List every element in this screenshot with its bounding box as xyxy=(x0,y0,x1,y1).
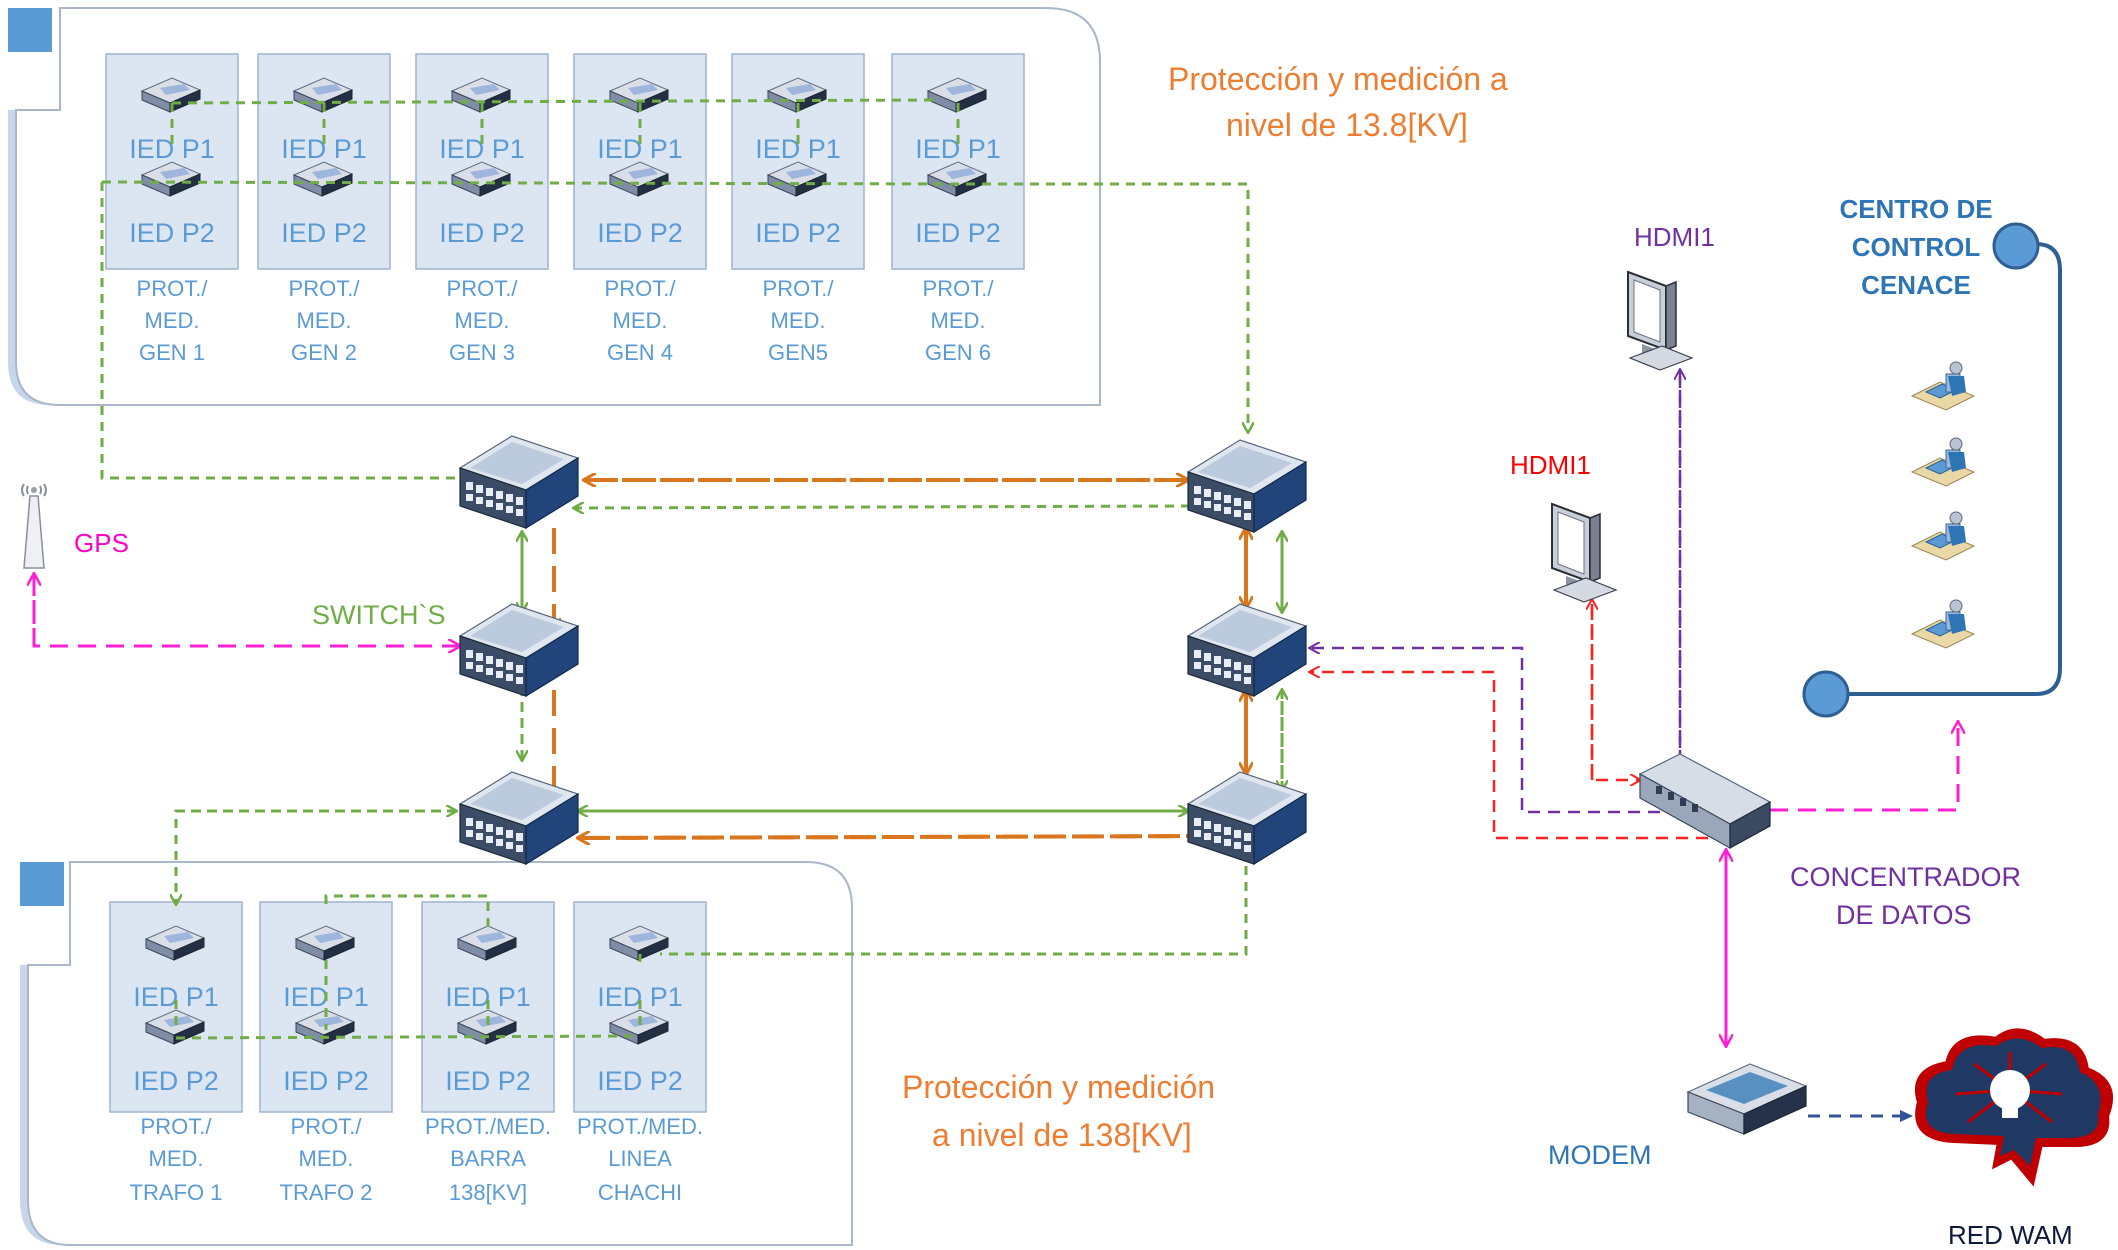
device-caption-line-2: MED. xyxy=(931,308,986,333)
ied-p2-label: IED P2 xyxy=(597,218,683,248)
device-caption-line-3: CHACHI xyxy=(598,1180,682,1205)
hdmi-monitor-top[interactable] xyxy=(1627,271,1693,371)
device-caption-line-1: PROT./ xyxy=(923,276,995,301)
switch-bottom-right[interactable] xyxy=(1187,771,1307,865)
ied-p2-label: IED P2 xyxy=(755,218,841,248)
concentrator-label-line1: CONCENTRADOR xyxy=(1790,862,2021,892)
device-caption-line-3: GEN 3 xyxy=(449,340,515,365)
device-caption-line-1: PROT./ xyxy=(763,276,835,301)
device-caption-line-2: MED. xyxy=(149,1146,204,1171)
device-caption-line-2: MED. xyxy=(613,308,668,333)
device-caption-line-1: PROT./ xyxy=(141,1114,213,1139)
red-wam-label: RED WAM xyxy=(1948,1220,2073,1250)
switch-bottom-left[interactable] xyxy=(459,771,579,865)
device-caption-line-1: PROT./ xyxy=(291,1114,363,1139)
gps-label: GPS xyxy=(74,528,129,558)
operator-workstation-icon xyxy=(1911,361,1975,411)
ied-p2-label: IED P2 xyxy=(281,218,367,248)
ied-p2-label: IED P2 xyxy=(439,218,525,248)
switches-label: SWITCH`S xyxy=(312,600,445,630)
device-caption-line-3: TRAFO 2 xyxy=(280,1180,373,1205)
cenace-label-line3: CENACE xyxy=(1861,270,1971,300)
device-caption-line-3: TRAFO 1 xyxy=(130,1180,223,1205)
device-caption-line-3: GEN 4 xyxy=(607,340,673,365)
monitor-icon xyxy=(1551,503,1617,603)
ied-p2-label: IED P2 xyxy=(129,218,215,248)
device-caption-line-3: GEN 6 xyxy=(925,340,991,365)
device-caption-line-2: MED. xyxy=(299,1146,354,1171)
data-concentrator[interactable] xyxy=(1638,753,1772,850)
device-caption-line-1: PROT./ xyxy=(289,276,361,301)
device-caption-line-1: PROT./MED. xyxy=(425,1114,551,1139)
device-caption-line-3: 138[KV] xyxy=(449,1180,527,1205)
magenta-links xyxy=(34,574,1958,1046)
ethernet-switch-icon xyxy=(459,603,579,697)
modem-icon xyxy=(1686,1063,1808,1135)
device-caption-line-1: PROT./MED. xyxy=(577,1114,703,1139)
operator-workstation-icon xyxy=(1911,599,1975,649)
modem[interactable] xyxy=(1686,1063,1808,1135)
hdmi-top-label: HDMI1 xyxy=(1634,222,1715,252)
ied-p2-label: IED P2 xyxy=(133,1066,219,1096)
bottom-title-line1: Protección y medición xyxy=(902,1069,1215,1105)
top-title-line2: nivel de 13.8[KV] xyxy=(1226,107,1468,143)
device-caption-line-2: BARRA xyxy=(450,1146,526,1171)
operator-workstation-icon xyxy=(1911,511,1975,561)
data-concentrator-icon xyxy=(1638,753,1772,850)
operator-workstation-icon xyxy=(1911,437,1975,487)
ied-p2-label: IED P2 xyxy=(283,1066,369,1096)
device-caption-line-3: GEN 1 xyxy=(139,340,205,365)
device-caption-line-1: PROT./ xyxy=(605,276,677,301)
cenace-link xyxy=(1802,222,2062,718)
switch-top-left[interactable] xyxy=(459,435,579,529)
modem-label: MODEM xyxy=(1548,1140,1652,1170)
switch-mid-right[interactable] xyxy=(1187,603,1307,697)
ied-p2-label: IED P2 xyxy=(597,1066,683,1096)
operator-workstation-2 xyxy=(1911,437,1975,487)
device-caption-line-3: GEN5 xyxy=(768,340,828,365)
ied-p2-label: IED P2 xyxy=(915,218,1001,248)
ethernet-switch-icon xyxy=(1187,771,1307,865)
device-caption-line-2: MED. xyxy=(455,308,510,333)
device-caption-line-1: PROT./ xyxy=(447,276,519,301)
bottom-title-line2: a nivel de 138[KV] xyxy=(932,1117,1192,1153)
device-caption-line-2: LINEA xyxy=(608,1146,672,1171)
device-caption-line-1: PROT./ xyxy=(137,276,209,301)
switch-top-right[interactable] xyxy=(1187,439,1307,533)
device-caption-line-3: GEN 2 xyxy=(291,340,357,365)
orange-ring-links xyxy=(554,480,1246,838)
operator-workstation-1 xyxy=(1911,361,1975,411)
hdmi-bottom-label: HDMI1 xyxy=(1510,450,1591,480)
ethernet-switch-icon xyxy=(1187,603,1307,697)
device-caption-line-2: MED. xyxy=(297,308,352,333)
top-title-line1: Protección y medición a xyxy=(1168,61,1508,97)
switch-mid-left[interactable] xyxy=(459,603,579,697)
ethernet-switch-icon xyxy=(459,771,579,865)
cenace-label-line2: CONTROL xyxy=(1852,232,1981,262)
gps-antenna-icon xyxy=(21,483,47,569)
cenace-label-line1: CENTRO DE xyxy=(1839,194,1992,224)
device-caption-line-2: MED. xyxy=(771,308,826,333)
green-data-links xyxy=(100,98,1282,1040)
network-cloud-icon xyxy=(1915,1028,2113,1187)
ethernet-switch-icon xyxy=(459,435,579,529)
ethernet-switch-icon xyxy=(1187,439,1307,533)
hdmi-links xyxy=(1310,370,1708,840)
concentrator-label-line2: DE DATOS xyxy=(1836,900,1972,930)
monitor-icon xyxy=(1627,271,1693,371)
device-caption-line-2: MED. xyxy=(145,308,200,333)
operator-workstation-4 xyxy=(1911,599,1975,649)
hdmi-monitor-bottom[interactable] xyxy=(1551,503,1617,603)
ied-p2-label: IED P2 xyxy=(445,1066,531,1096)
operator-workstation-3 xyxy=(1911,511,1975,561)
